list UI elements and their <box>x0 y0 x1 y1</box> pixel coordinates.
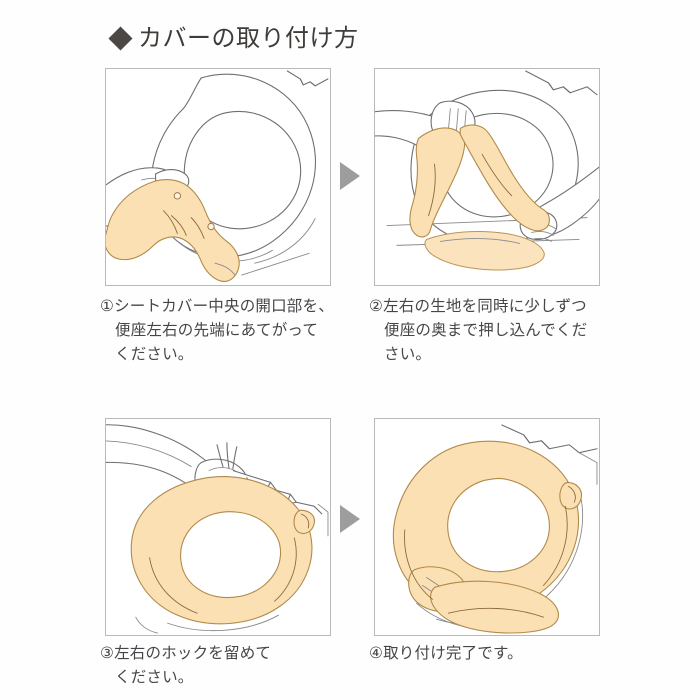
step-4-caption: ④取り付け完了です。 <box>369 641 619 665</box>
page-title-text: カバーの取り付け方 <box>138 24 359 52</box>
step-3-caption-line-2: ください。 <box>115 668 194 687</box>
step-3-illustration <box>105 418 331 636</box>
step-1-caption: ①シートカバー中央の開口部を、 便座左右の先端にあてがって ください。 <box>100 294 350 366</box>
step-2-caption: ②左右の生地を同時に少しずつ 便座の奥まで押し込んでくだ さい。 <box>369 294 619 366</box>
step-1-caption-line-2: 便座左右の先端にあてがって <box>115 321 319 340</box>
step-1-illustration <box>105 68 331 286</box>
diamond-bullet-icon <box>108 25 133 51</box>
page-title: カバーの取り付け方 <box>108 24 359 52</box>
step-2-caption-line-2: 便座の奥まで押し込んでくだ <box>384 321 588 340</box>
step-1-caption-line-1: ①シートカバー中央の開口部を、 <box>100 297 334 315</box>
step-3-caption: ③左右のホックを留めて ください。 <box>100 641 350 689</box>
step-2-caption-line-1: ②左右の生地を同時に少しずつ <box>369 297 587 315</box>
step-2-illustration <box>374 68 600 286</box>
step-3-caption-line-1: ③左右のホックを留めて <box>100 644 272 662</box>
step-4-illustration <box>374 418 600 636</box>
arrow-step3-to-step4-icon <box>340 505 360 533</box>
step-1-caption-line-3: ください。 <box>115 345 194 364</box>
arrow-step1-to-step2-icon <box>340 162 360 190</box>
step-2-caption-line-3: さい。 <box>384 345 432 364</box>
step-4-caption-line-1: ④取り付け完了です。 <box>369 644 523 662</box>
